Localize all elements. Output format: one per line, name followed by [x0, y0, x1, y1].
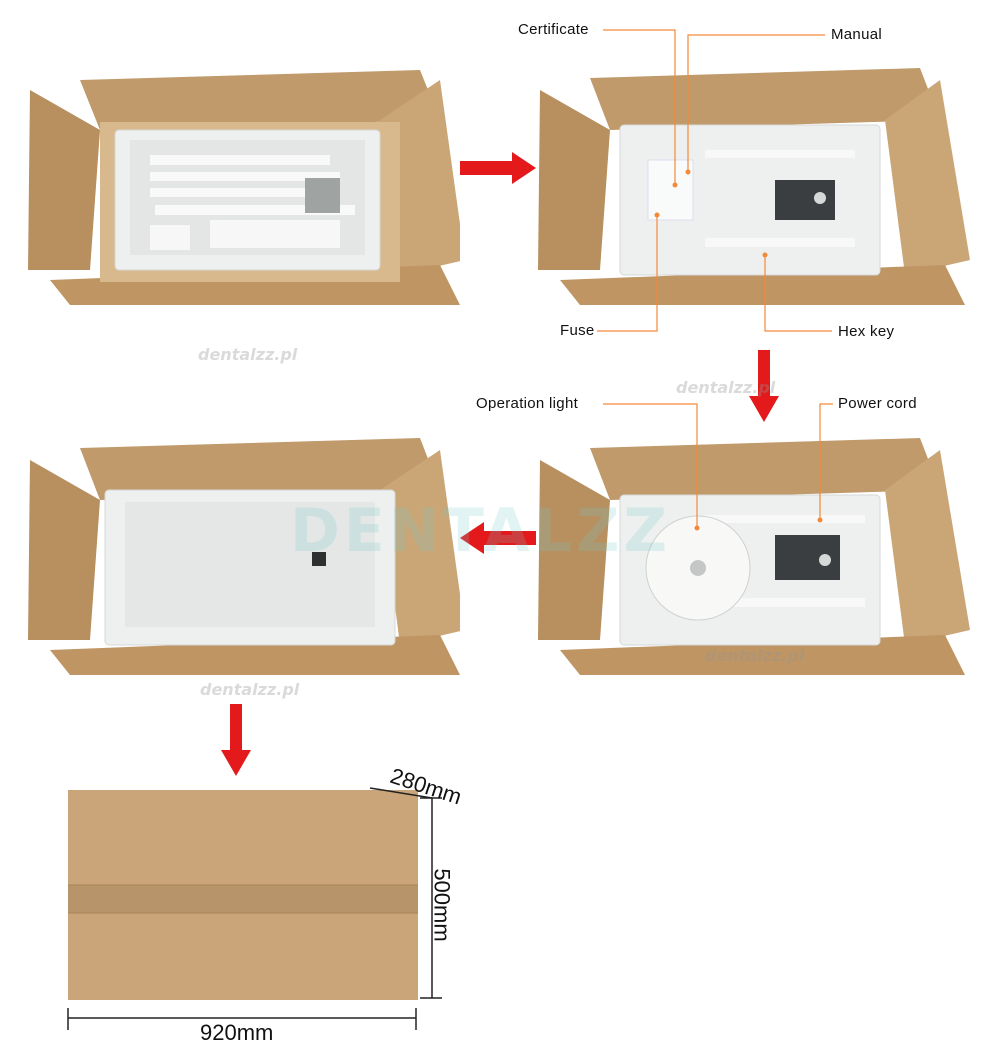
callout-manual: Manual [831, 26, 882, 43]
watermark-text: dentalzz.pl [705, 646, 805, 665]
open-box-parts-photo [28, 70, 460, 305]
callout-operation-light: Operation light [476, 395, 579, 412]
red-arrow-icon [221, 704, 251, 776]
red-arrow-icon [460, 152, 536, 184]
sealed-carton-photo [68, 790, 418, 1000]
dimension-height: 500mm [429, 868, 455, 942]
watermark-text: dentalzz.pl [198, 345, 298, 364]
watermark-text: dentalzz.pl [200, 680, 300, 699]
callout-fuse: Fuse [560, 322, 595, 339]
dimension-width: 920mm [200, 1020, 274, 1045]
open-box-light-photo [538, 438, 970, 675]
callout-certificate: Certificate [518, 21, 589, 38]
red-arrow-icon [460, 522, 536, 554]
red-arrow-icon [749, 350, 779, 422]
watermark-text: dentalzz.pl [676, 378, 776, 397]
open-box-accessories-photo [538, 68, 970, 305]
watermark-logo: DENTALZZ [290, 496, 671, 566]
callout-power-cord: Power cord [838, 395, 917, 412]
callout-hex-key: Hex key [838, 323, 895, 340]
closed-foam-box-photo [28, 438, 460, 675]
